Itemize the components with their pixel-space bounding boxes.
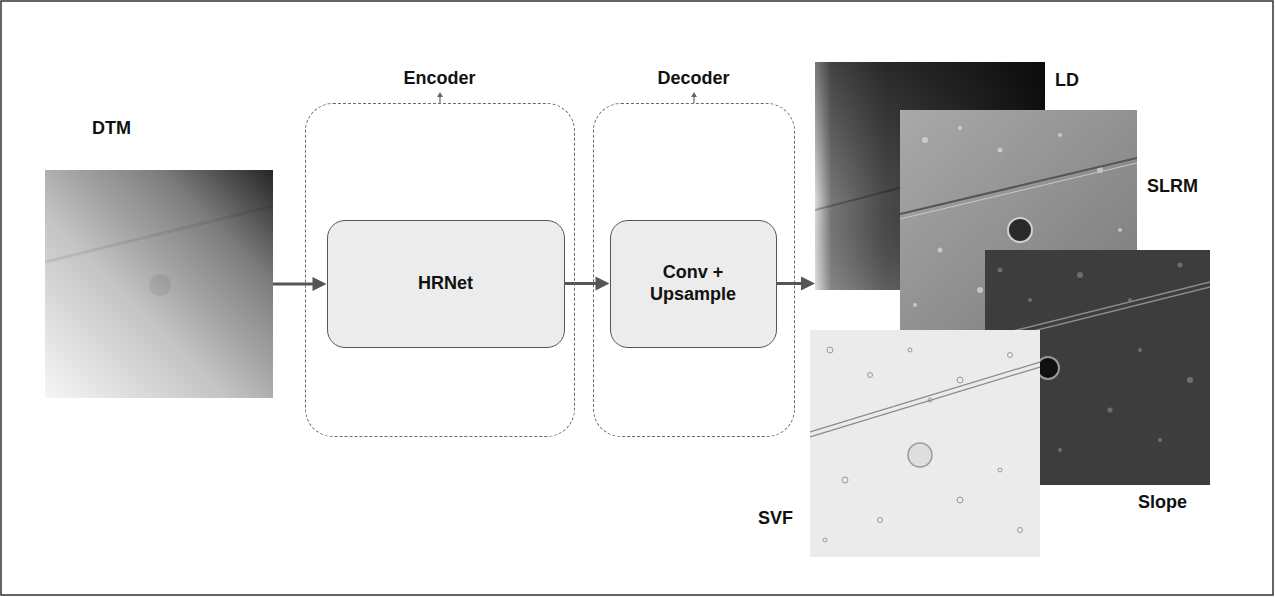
decoder-group: DecoderConv + Upsample: [593, 103, 795, 437]
heading-label: SVF: [758, 508, 793, 530]
box-label: HRNet: [412, 273, 479, 295]
heading-label: SLRM: [1147, 176, 1198, 198]
heading-label: Slope: [1138, 492, 1187, 514]
heading-label: Encoder: [403, 68, 475, 90]
arrow-line: [273, 283, 315, 286]
encoder-group: EncoderHRNet: [305, 103, 575, 437]
dtm-image: [45, 170, 273, 398]
box-label: Conv + Upsample: [631, 262, 755, 305]
arrow-head: [596, 277, 610, 291]
output-image: SVF: [810, 330, 1040, 557]
svf-image: [810, 330, 1040, 557]
process-box: HRNet: [327, 220, 565, 348]
heading-label: LD: [1055, 70, 1079, 92]
output-image: Slope: [985, 250, 1210, 485]
heading-label: DTM: [92, 118, 131, 140]
arrow-line: [777, 282, 804, 285]
input-image: DTM: [45, 170, 273, 398]
flow-arrow: [273, 284, 315, 285]
output-image: SLRM: [900, 110, 1137, 330]
output-image: LD: [815, 62, 1045, 290]
arrow-head: [313, 277, 327, 291]
header-tick: [437, 92, 697, 103]
arrow-head: [801, 277, 815, 291]
heading-label: Decoder: [657, 68, 729, 90]
flow-arrow: [777, 283, 804, 284]
process-box: Conv + Upsample: [610, 220, 777, 348]
